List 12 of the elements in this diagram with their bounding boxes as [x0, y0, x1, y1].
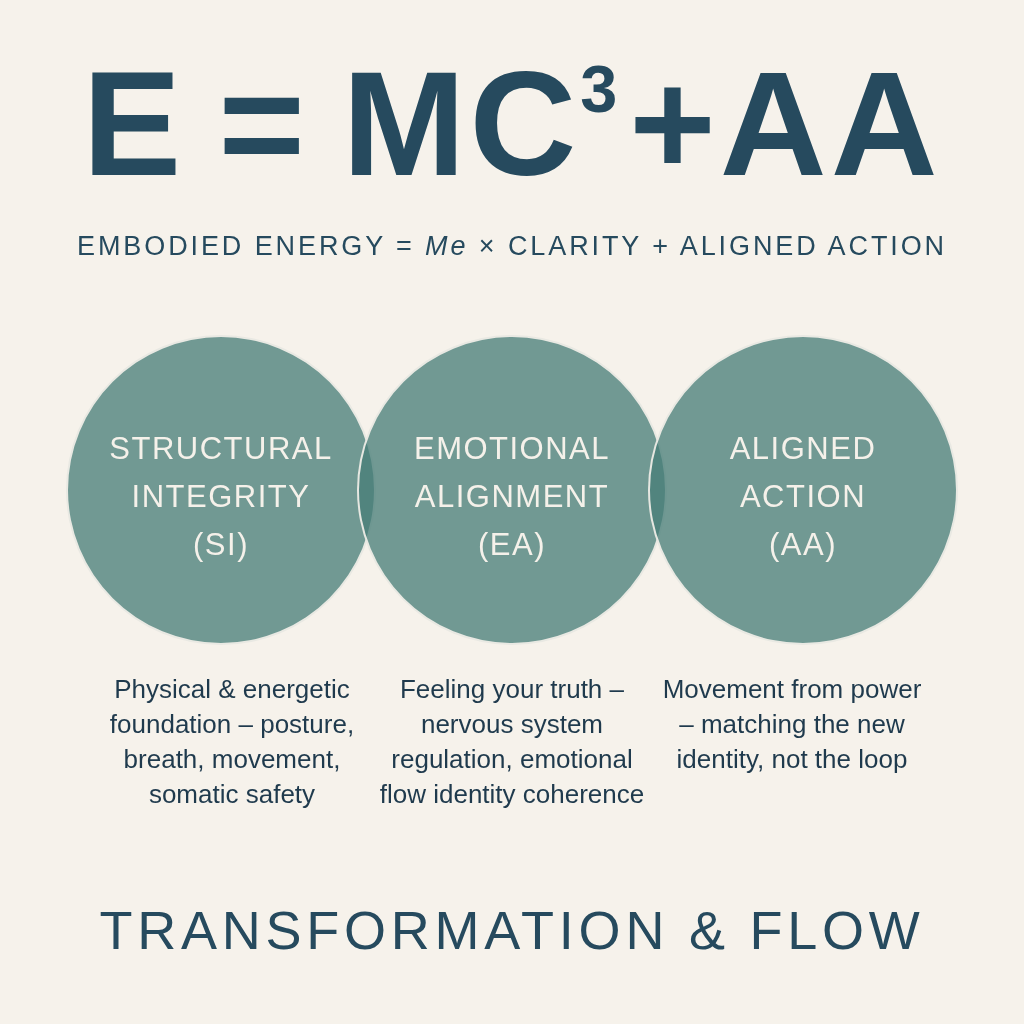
description-text: Movement from power – matching the new identity, not the loop — [661, 673, 923, 776]
circle-label: (AA) — [769, 526, 837, 564]
formula-title: E = MC$^{3}$+AA — [82, 50, 942, 198]
description-text: Physical & energetic foundation – posture, breath, movement, somatic safety — [108, 673, 356, 811]
caption-heading: TRANSFORMATION & FLOW — [99, 903, 925, 957]
formula-subtitle: EMBODIED ENERGY = Me × CLARITY + ALIGNED ACTION — [77, 233, 947, 260]
circle-label: (EA) — [478, 526, 546, 564]
description-text: Feeling your truth – nervous system regulation, emotional flow identity coherence — [378, 673, 646, 811]
circle-heading: STRUCTURAL INTEGRITY — [108, 430, 334, 516]
circle-label: (SI) — [193, 526, 249, 564]
circle-heading: ALIGNED ACTION — [728, 430, 878, 516]
circle-heading: EMOTIONAL ALIGNMENT — [412, 430, 612, 516]
